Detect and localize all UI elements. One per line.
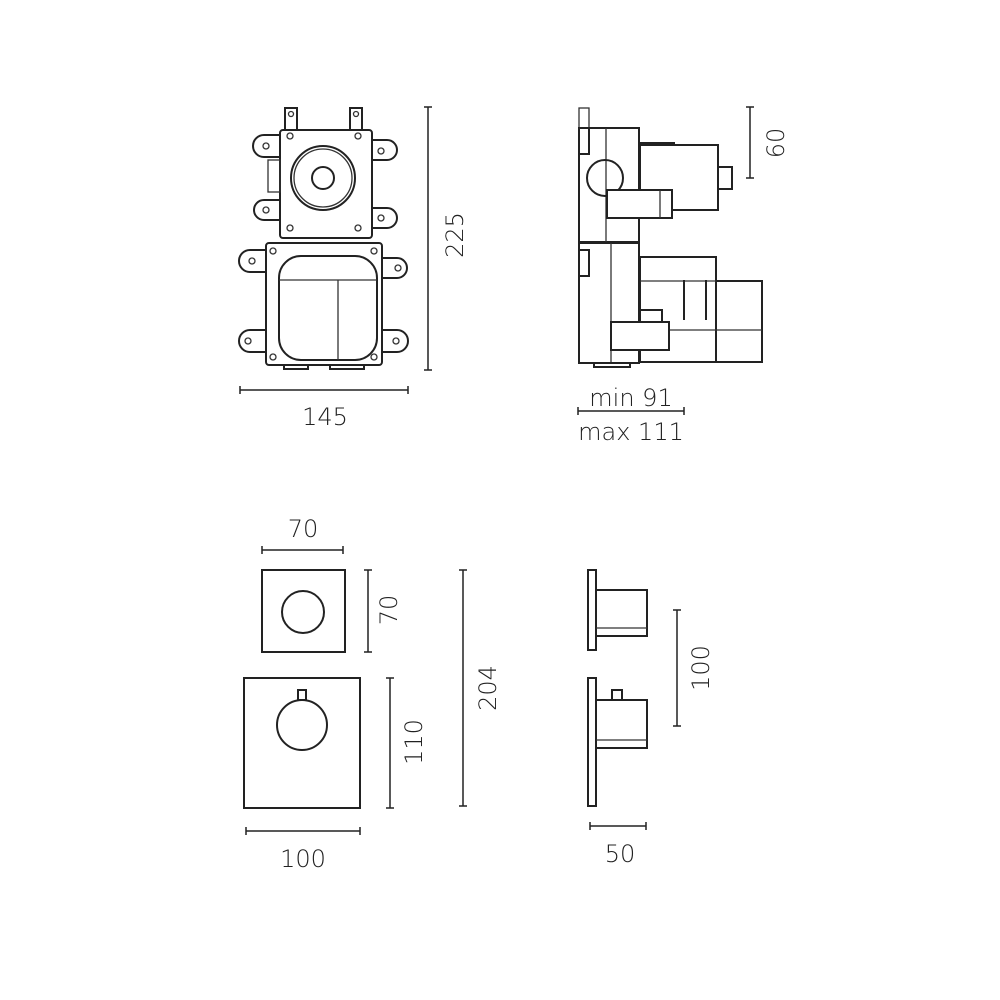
- body-front-view: [238, 107, 409, 370]
- dim-label-204: 204: [474, 665, 502, 711]
- dim-label-70-width: 70: [288, 515, 319, 543]
- trim-front-view: [243, 569, 361, 809]
- dim-label-100-width: 100: [280, 845, 326, 873]
- trim-side-view: [587, 569, 648, 807]
- dim-label-60: 60: [762, 128, 790, 159]
- dim-label-70-height: 70: [375, 595, 403, 626]
- dim-label-225: 225: [441, 212, 469, 258]
- body-side-view: [578, 107, 763, 368]
- dimension-lines: [239, 106, 754, 835]
- dim-label-110: 110: [400, 719, 428, 765]
- dim-label-max-111: max 111: [578, 418, 684, 446]
- dim-label-50: 50: [605, 840, 636, 868]
- dim-label-100-spacing: 100: [687, 645, 715, 691]
- dim-label-145: 145: [302, 403, 348, 431]
- dim-label-min-91: min 91: [589, 384, 672, 412]
